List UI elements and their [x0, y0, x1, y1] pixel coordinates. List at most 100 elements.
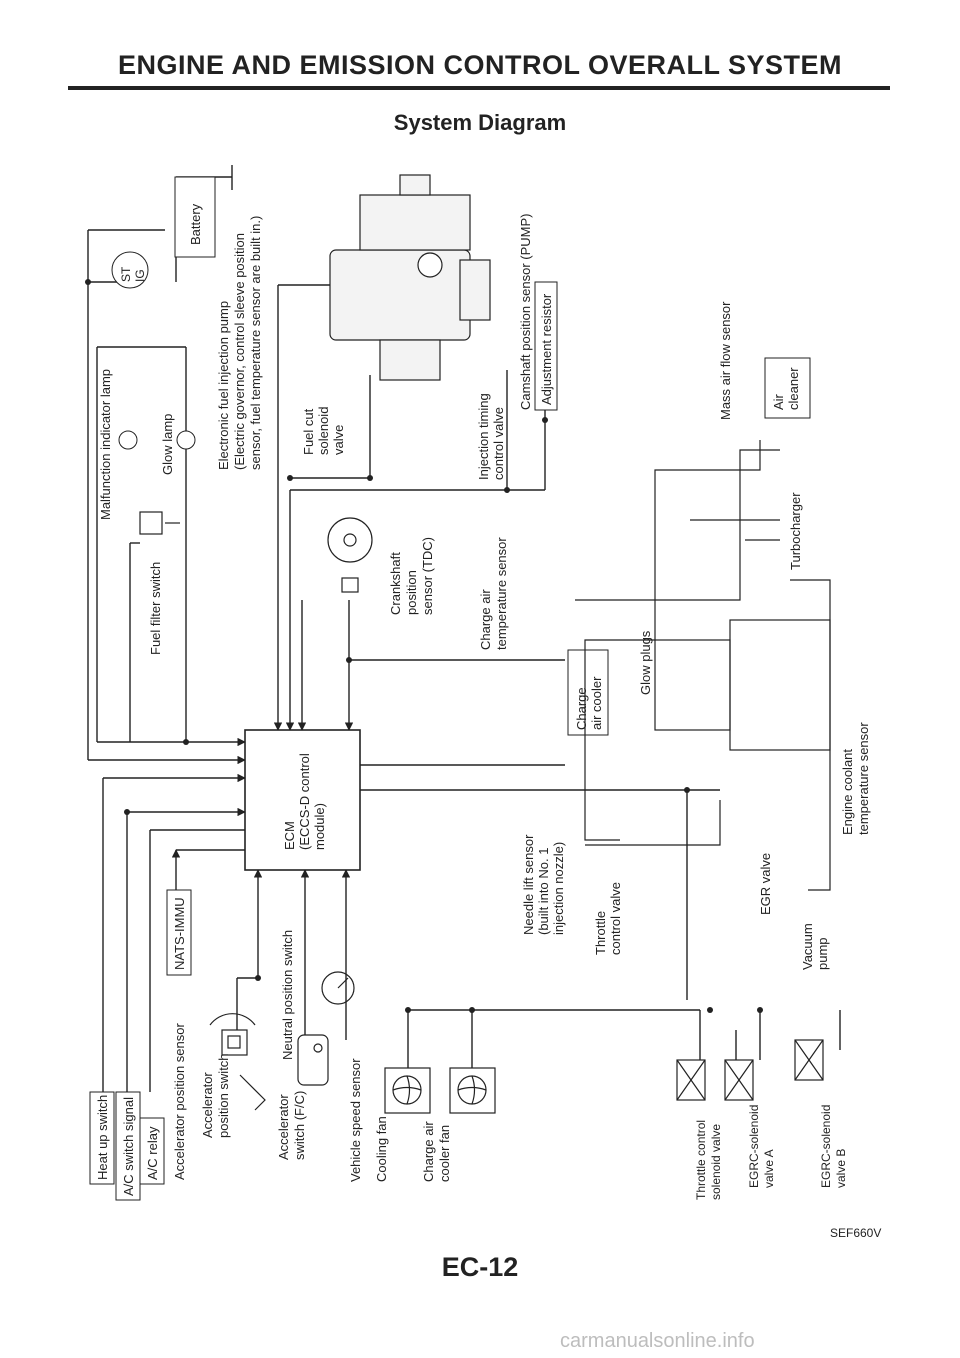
watermark-text: carmanualsonline.info: [560, 1330, 755, 1352]
neutral-switch-icon: [297, 1034, 329, 1086]
ac-switch-signal-label: A/C switch signal: [121, 1097, 136, 1196]
engine-coolant-label: Engine coolant temperature sensor: [840, 722, 871, 835]
cooling-fan-label: Cooling fan: [374, 1116, 389, 1182]
throttle-valve-label: Throttle control valve: [593, 882, 623, 955]
camshaft-sensor-label: Camshaft position sensor (PUMP): [518, 213, 533, 410]
svg-text:Engine coolant: Engine coolant: [840, 749, 855, 835]
svg-text:cleaner: cleaner: [786, 367, 801, 410]
nats-label: NATS-IMMU: [172, 897, 187, 970]
vehicle-speed-sensor-label: Vehicle speed sensor: [348, 1058, 363, 1182]
crankshaft-sensor-icon: [327, 517, 373, 593]
malfunction-lamp-icon: [118, 430, 138, 450]
turbocharger-label: Turbocharger: [788, 492, 803, 570]
battery-label: Battery: [188, 203, 203, 245]
egr-valve-label: EGR valve: [758, 853, 773, 915]
fuel-injection-pump-icon: [329, 174, 491, 381]
adjustment-resistor-box: [534, 281, 558, 411]
figure-reference: SEF660V: [830, 1226, 882, 1240]
injection-timing-label: Injection timing control valve: [476, 393, 506, 480]
heat-up-switch-label: Heat up switch: [95, 1095, 110, 1180]
svg-text:Crankshaft: Crankshaft: [388, 552, 403, 615]
wiring: [87, 165, 841, 1092]
air-cleaner-box: [764, 357, 811, 419]
svg-text:(built into No. 1: (built into No. 1: [536, 848, 551, 935]
ac-relay-label: A/C relay: [145, 1126, 160, 1180]
svg-text:pump: pump: [815, 937, 830, 970]
svg-text:valve: valve: [331, 425, 346, 455]
accel-pos-sensor-label: Accelerator position sensor: [172, 1023, 187, 1180]
svg-text:Accelerator: Accelerator: [276, 1094, 291, 1160]
needle-lift-label: Needle lift sensor (built into No. 1 inj…: [521, 834, 566, 935]
svg-text:temperature sensor: temperature sensor: [856, 722, 871, 835]
fuel-filter-switch-icon: [139, 511, 180, 535]
mass-air-flow-label: Mass air flow sensor: [718, 301, 733, 420]
vacuum-pump-label: Vacuum pump: [800, 923, 830, 970]
pump-label: Electronic fuel injection pump (Electric…: [216, 216, 263, 470]
cooling-fan-icon: [384, 1067, 431, 1114]
svg-text:Charge air: Charge air: [421, 1121, 436, 1182]
junctions: [85, 279, 763, 1013]
svg-text:ECM: ECM: [282, 821, 297, 850]
svg-text:sensor (TDC): sensor (TDC): [420, 537, 435, 615]
svg-text:EGRC-solenoid: EGRC-solenoid: [819, 1105, 833, 1188]
svg-text:Charge: Charge: [574, 687, 589, 730]
fuel-filter-switch-label: Fuel filter switch: [148, 562, 163, 655]
egrc-a-label: EGRC-solenoid valve A: [747, 1105, 776, 1188]
svg-text:Air: Air: [771, 393, 786, 410]
vehicle-speed-sensor-icon: [321, 971, 355, 1005]
svg-text:module): module): [312, 803, 327, 850]
svg-text:solenoid valve: solenoid valve: [709, 1124, 723, 1200]
svg-text:Accelerator: Accelerator: [200, 1072, 215, 1138]
neutral-pos-switch-label: Neutral position switch: [280, 930, 295, 1060]
svg-text:Injection timing: Injection timing: [476, 393, 491, 480]
svg-text:control valve: control valve: [491, 407, 506, 480]
glow-lamp-label: Glow lamp: [160, 414, 175, 475]
ecm-label: ECM (ECCS-D control module): [282, 753, 327, 850]
diagram-title: System Diagram: [393, 110, 567, 135]
heat-up-switch-box: [89, 1091, 115, 1185]
solenoid-valves-icon: [676, 1039, 824, 1101]
page-number: EC-12: [441, 1252, 519, 1282]
charge-air-temp-label: Charge air temperature sensor: [478, 537, 509, 650]
svg-text:switch (F/C): switch (F/C): [292, 1091, 307, 1160]
page-header-title: ENGINE AND EMISSION CONTROL OVERALL SYST…: [117, 50, 843, 80]
svg-text:Throttle: Throttle: [593, 911, 608, 955]
air-intake-path: [575, 440, 831, 891]
ac-relay-box: [139, 1117, 165, 1185]
charge-air-cooler-fan-label: Charge air cooler fan: [421, 1121, 452, 1182]
adjustment-resistor-label: Adjustment resistor: [539, 293, 554, 405]
ignition-switch-icon: [111, 251, 149, 289]
accel-pos-switch-label: Accelerator position switch: [200, 1053, 231, 1138]
svg-text:(Electric governor, control sl: (Electric governor, control sleeve posit…: [232, 233, 247, 470]
svg-text:control valve: control valve: [608, 882, 623, 955]
battery-box: [174, 176, 216, 258]
charge-air-cooler-box: [567, 649, 609, 736]
glow-plugs-label: Glow plugs: [638, 630, 653, 695]
svg-text:EGRC-solenoid: EGRC-solenoid: [747, 1105, 761, 1188]
svg-text:valve A: valve A: [762, 1149, 776, 1188]
svg-text:solenoid: solenoid: [316, 407, 331, 455]
svg-text:Charge air: Charge air: [478, 589, 493, 650]
header-rule: [68, 86, 890, 90]
ignition-st-label: ST: [119, 266, 133, 282]
svg-text:Electronic fuel injection pump: Electronic fuel injection pump: [216, 301, 231, 470]
egrc-b-label: EGRC-solenoid valve B: [819, 1105, 848, 1188]
glow-lamp-icon: [176, 430, 196, 450]
accelerator-sensor-icon: [209, 1013, 266, 1111]
svg-text:position switch: position switch: [216, 1053, 231, 1138]
svg-text:position: position: [404, 570, 419, 615]
svg-text:temperature sensor: temperature sensor: [494, 537, 509, 650]
svg-text:Vacuum: Vacuum: [800, 923, 815, 970]
svg-text:Needle lift sensor: Needle lift sensor: [521, 834, 536, 935]
svg-text:sensor, fuel temperature senso: sensor, fuel temperature sensor are buil…: [248, 216, 263, 470]
accel-switch-label: Accelerator switch (F/C): [276, 1091, 307, 1160]
svg-text:cooler fan: cooler fan: [437, 1125, 452, 1182]
throttle-solenoid-label: Throttle control solenoid valve: [694, 1120, 723, 1200]
air-cleaner-label: Air cleaner: [771, 367, 801, 410]
svg-text:Fuel cut: Fuel cut: [301, 408, 316, 455]
ignition-ig-label: IG: [133, 269, 147, 282]
svg-text:(ECCS-D control: (ECCS-D control: [297, 753, 312, 850]
svg-text:valve B: valve B: [834, 1149, 848, 1188]
crankshaft-label: Crankshaft position sensor (TDC): [388, 537, 435, 615]
